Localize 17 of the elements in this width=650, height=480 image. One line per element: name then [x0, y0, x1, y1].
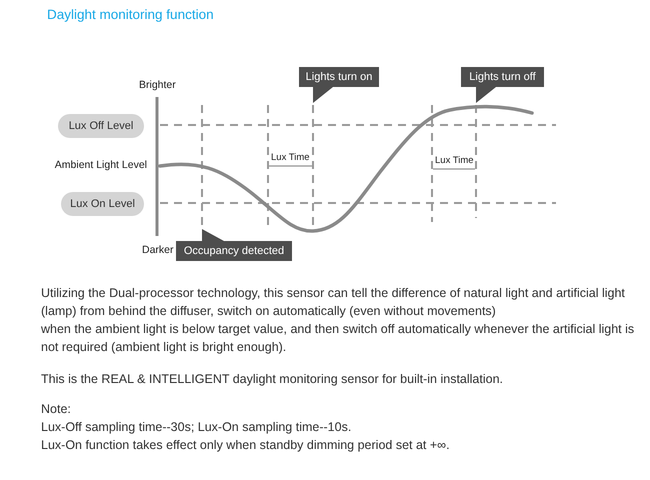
heading: Daylight monitoring function — [47, 7, 214, 24]
callout-bubble: Occupancy detected — [176, 229, 292, 261]
body-text: when the ambient light is below target value, and then switch off automatically whenever the artificial light is not required (ambient light is bright enough). — [41, 321, 636, 356]
callout-bubble: Lights turn on — [299, 67, 379, 103]
axis-label: Brighter — [139, 79, 176, 92]
level-pill: Lux Off Level — [58, 114, 144, 138]
note-text: Lux-On function takes effect only when standby dimming period set at +∞. — [41, 437, 450, 454]
axis-label: Ambient Light Level — [54, 159, 147, 172]
note-text: Lux-Off sampling time--30s; Lux-On sampling time--10s. — [41, 419, 352, 436]
level-pill: Lux On Level — [61, 192, 144, 216]
time-span-label: Lux Time — [271, 152, 310, 164]
axis-label: Darker — [142, 244, 174, 257]
callout-bubble: Lights turn off — [461, 67, 544, 103]
body-text: Utilizing the Dual-processor technology, this sensor can tell the difference of natural light and artificial light (lamp) from behind the diffuser, switch on automatically (even without movements) — [41, 285, 626, 320]
time-span-label: Lux Time — [435, 155, 474, 166]
note-heading: Note: — [41, 401, 71, 418]
body-text: This is the REAL & INTELLIGENT daylight monitoring sensor for built-in installation. — [41, 371, 504, 388]
